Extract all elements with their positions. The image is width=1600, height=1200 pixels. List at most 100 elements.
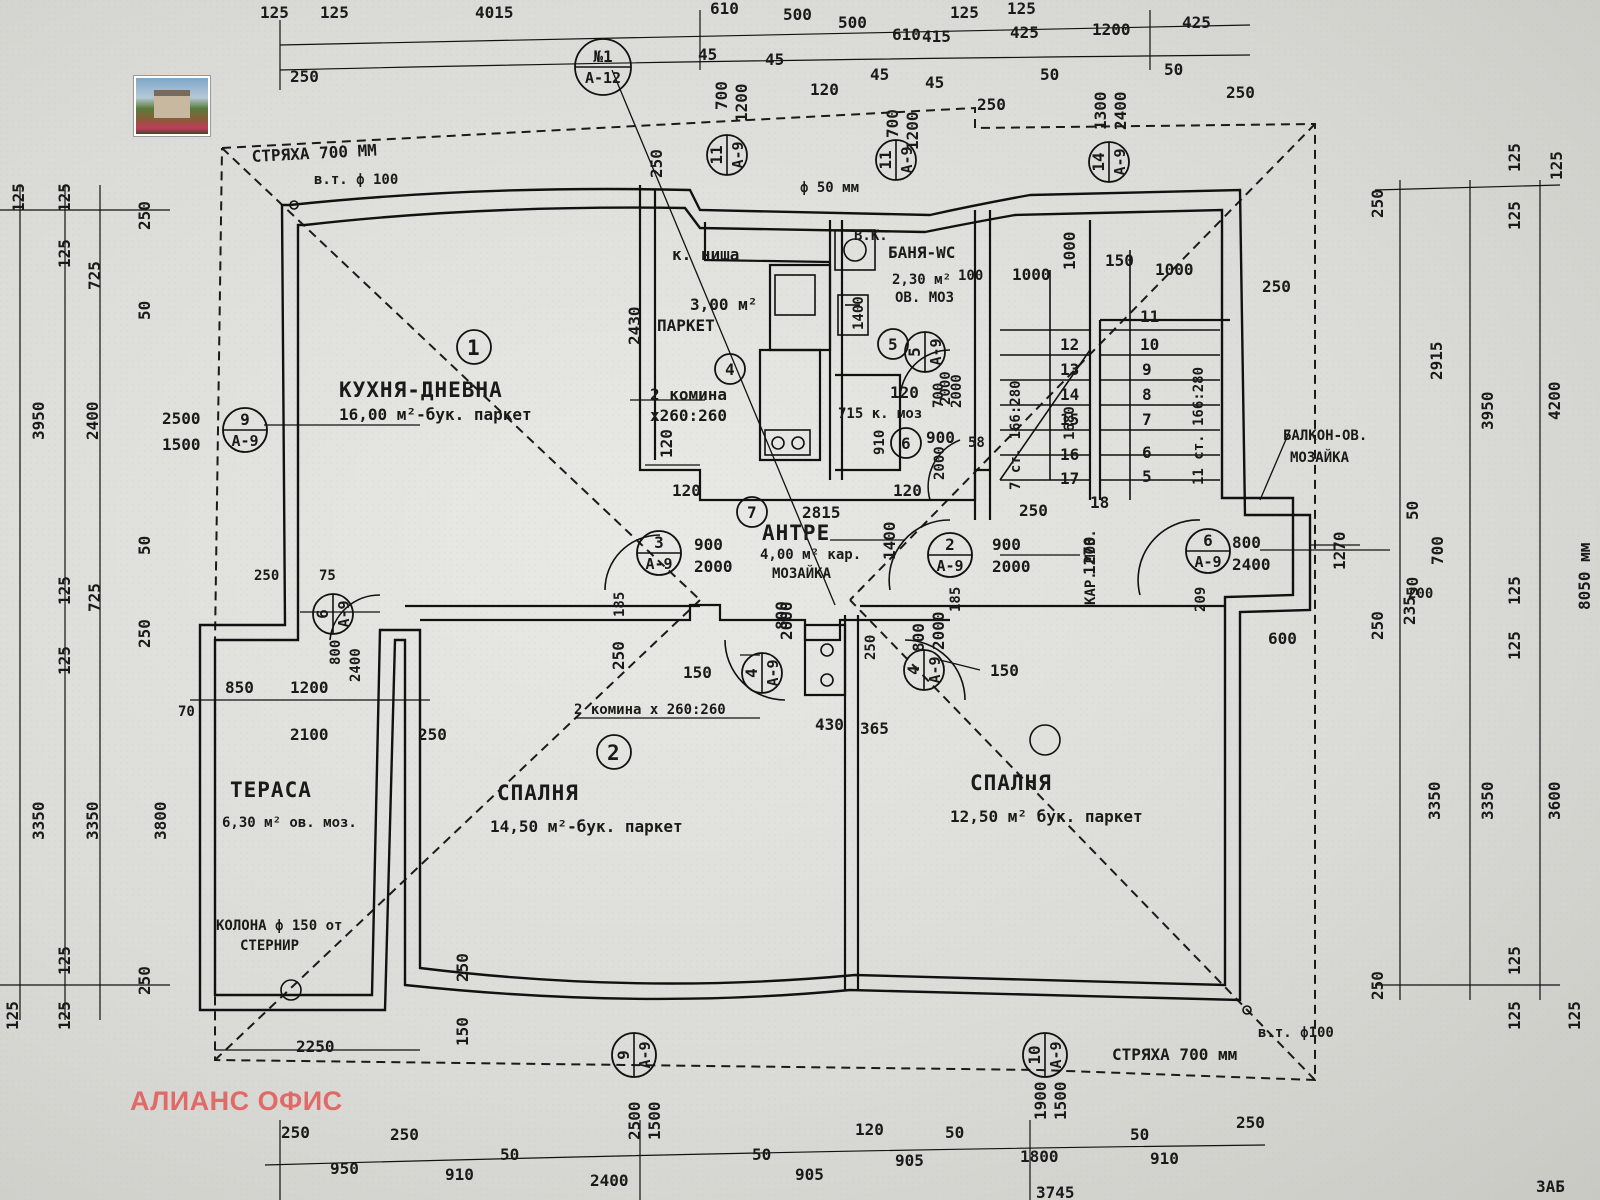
room-no-bedroom-2: 2 bbox=[607, 741, 621, 765]
dim-inner: 430 bbox=[815, 715, 844, 734]
dim-top: 250 bbox=[290, 67, 319, 86]
column-label-line2: СТЕРНИР bbox=[240, 938, 299, 954]
section-bubble: 6А-9 bbox=[1185, 528, 1231, 574]
dim-inner: 58 bbox=[968, 435, 985, 451]
stair-step-left: 12 bbox=[1060, 335, 1079, 354]
dim-inner: 70 bbox=[178, 704, 195, 720]
column-label-line1: КОЛОНА ф 150 от bbox=[216, 918, 342, 934]
room-floor-entry: МОЗАЙКА bbox=[772, 565, 832, 582]
dim-left: 725 bbox=[85, 583, 104, 612]
dim-inner: 250 bbox=[609, 641, 628, 670]
dim-bottom: 2400 bbox=[590, 1171, 629, 1190]
section-bubble-number: 6 bbox=[313, 609, 332, 619]
section-bubble-sheet: А-9 bbox=[231, 432, 258, 450]
section-bubble-sheet: А-9 bbox=[936, 557, 963, 575]
dim-inner: 150 bbox=[990, 661, 1019, 680]
dim-top: 610 bbox=[892, 25, 921, 44]
dim-left: 2400 bbox=[83, 401, 102, 440]
dim-inner: 250 bbox=[1262, 277, 1291, 296]
dim-right: 125 bbox=[1547, 151, 1566, 180]
dim-inner: 1000 bbox=[1060, 231, 1079, 270]
room-area-bath: 2,30 м² bbox=[892, 272, 951, 288]
section-bubble-sheet: А-12 bbox=[585, 69, 621, 87]
room-area-entry: 4,00 м² кар. bbox=[760, 547, 861, 563]
stairs bbox=[999, 250, 1220, 500]
dim-top: 45 bbox=[698, 45, 717, 64]
dim-top: 610 bbox=[710, 0, 739, 18]
section-bubble-sheet: А-9 bbox=[764, 659, 782, 686]
dim-right: 3350 bbox=[1425, 781, 1444, 820]
dim-inner: 600 bbox=[1268, 629, 1297, 648]
section-bubble-sheet: А-9 bbox=[926, 656, 944, 683]
dim-right: 50 bbox=[1403, 501, 1422, 520]
dim-inner: 1000 bbox=[1012, 265, 1051, 284]
dim-inner: 1400 bbox=[851, 296, 867, 330]
dim-inner: 200 bbox=[1408, 586, 1433, 602]
opening-o14-height: 2400 bbox=[1111, 91, 1130, 130]
dim-left: 3350 bbox=[83, 801, 102, 840]
room-area-bedroom-2: 14,50 м²-бук. паркет bbox=[490, 817, 683, 836]
stair-step-right: 10 bbox=[1140, 335, 1159, 354]
dim-bottom: 950 bbox=[330, 1159, 359, 1178]
exterior-walls bbox=[198, 187, 1312, 1012]
section-bubble-number: 2 bbox=[945, 535, 955, 554]
dim-left: 125 bbox=[9, 183, 28, 212]
dim-inner: 75 bbox=[319, 568, 336, 584]
dim-right: 125 bbox=[1565, 1001, 1584, 1030]
screed-bottom-label: СТРЯХА 700 мм bbox=[1112, 1045, 1237, 1064]
house-photo-icon[interactable] bbox=[134, 76, 210, 136]
stair-step-left: 18 bbox=[1090, 493, 1109, 512]
dim-left: 3950 bbox=[29, 401, 48, 440]
opening-o7-width: 900 bbox=[926, 428, 955, 447]
dim-right: 700 bbox=[1428, 536, 1447, 565]
opening-o9-height: 1500 bbox=[162, 435, 201, 454]
dim-inner: 3800 bbox=[151, 801, 170, 840]
annotations: СТРЯХА 700 ММ СТРЯХА 700 мм в.т. ф 100 в… bbox=[216, 140, 1594, 1196]
section-bubble-sheet: А-9 bbox=[1047, 1041, 1065, 1068]
dim-inner: 250 bbox=[863, 635, 879, 660]
overall-height-label: 8050 мм bbox=[1575, 543, 1594, 610]
stair-step-right: 8 bbox=[1142, 385, 1152, 404]
section-bubble-number: 6 bbox=[1203, 531, 1213, 550]
dim-inner: 250 bbox=[1019, 501, 1048, 520]
opening-o13-height: 1200 bbox=[903, 111, 922, 150]
stair-step-right: 6 bbox=[1142, 443, 1152, 462]
section-bubble-number: 9 bbox=[240, 410, 250, 429]
section-bubble-sheet: А-9 bbox=[927, 338, 945, 365]
dim-inner: 250 bbox=[418, 725, 447, 744]
dim-inner: 209 bbox=[1193, 587, 1209, 612]
section-bubble: 9А-9 bbox=[222, 407, 268, 453]
opening-o10-height: 1500 bbox=[1051, 1081, 1070, 1120]
pipe-label: ф 50 мм bbox=[800, 180, 859, 196]
dim-inner: 1200 bbox=[290, 678, 329, 697]
section-bubble-number: 9 bbox=[614, 1050, 633, 1060]
room-area-niche: 3,00 м² bbox=[690, 295, 757, 314]
dim-right: 250 bbox=[1368, 611, 1387, 640]
room-name-kitchen: КУХНЯ-ДНЕВНА bbox=[339, 378, 503, 402]
section-bubble-sheet: А-9 bbox=[898, 146, 916, 173]
opening-o9-width: 2500 bbox=[162, 409, 201, 428]
dim-bottom: 50 bbox=[1130, 1125, 1149, 1144]
dim-right: 125 bbox=[1505, 201, 1524, 230]
opening-labels: 900 2000 900 2000 800 2400 800 2000 800 … bbox=[162, 81, 1271, 1140]
downpipe-top-label: в.т. ф 100 bbox=[314, 172, 398, 188]
stair-step-right: 7 bbox=[1142, 410, 1152, 429]
opening-o12-height: 1200 bbox=[732, 83, 751, 122]
opening-o11-width: 2500 bbox=[625, 1101, 644, 1140]
chimney-label-line2: х260:260 bbox=[650, 406, 727, 425]
opening-o2-width: 900 bbox=[992, 535, 1021, 554]
section-bubble-sheet: А-9 bbox=[636, 1041, 654, 1068]
dim-inner: 910 bbox=[872, 430, 888, 455]
dimensions-left: 125 125 250 125 725 50 3950 2400 50 725 … bbox=[3, 183, 154, 1030]
opening-o6-height: 2000 bbox=[949, 374, 965, 408]
dim-right: 125 bbox=[1505, 576, 1524, 605]
dim-bottom: 905 bbox=[895, 1151, 924, 1170]
